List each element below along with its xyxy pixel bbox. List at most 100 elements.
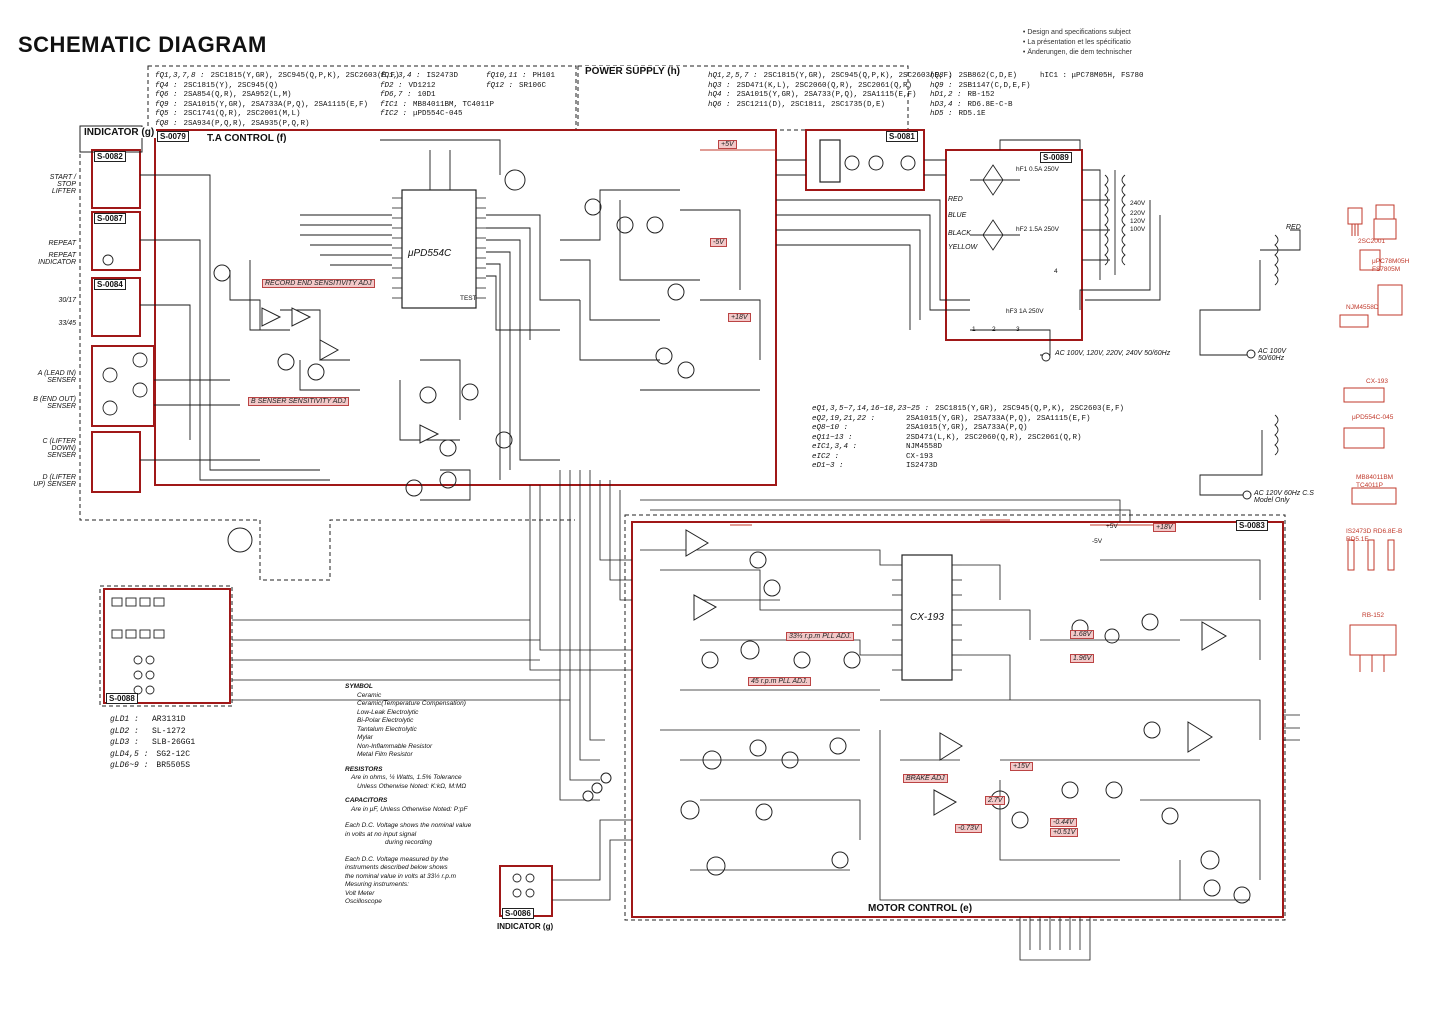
legend-item: Oscilloscope [345, 898, 382, 905]
s0088-board [103, 588, 231, 704]
adjust-b-sensor: B SENSER SENSITIVITY ADJ [248, 397, 349, 406]
label-repeat: REPEAT [48, 240, 77, 247]
s0082-board [91, 149, 141, 209]
page-title: SCHEMATIC DIAGRAM [18, 32, 267, 57]
voltage-tag: -0.44V [1050, 818, 1077, 827]
gate-fic1d [419, 424, 440, 444]
legend-item: Tantalum Electrolytic [357, 725, 417, 733]
label-sensor-c: C (LIFTER DOWN) SENSER [42, 438, 76, 459]
voltage-tag: +18V [728, 313, 751, 322]
tap-label: 240V [1130, 200, 1146, 207]
ta-part-list-3: fQ10,11 :PH101 fQ12 :SR106C [486, 72, 556, 90]
device-label: CX-193 [1366, 378, 1389, 385]
pin-label: 1 [972, 326, 976, 333]
sensor-board-cd [91, 431, 141, 493]
mc-part-list: eQ1,3,5~7,14,16~18,23~25 :2SC1815(Y,GR),… [812, 405, 1125, 470]
legend-item: the nominal value in volts at 33⅓ r.p.m [345, 872, 457, 880]
legend-item: Low-Leak Electrolytic [357, 708, 419, 716]
board-label-power-supply: POWER SUPPLY (h) [583, 66, 683, 77]
label-sensor-d: D (LIFTER UP) SENSER [33, 474, 76, 488]
device-label: RB-152 [1362, 612, 1385, 619]
voltage-tag: -5V [1092, 538, 1103, 545]
legend-item: Mesuring instruments: [345, 881, 409, 888]
mc-board [631, 521, 1284, 918]
label-sensor-b: B (END OUT) SENSER [33, 396, 76, 410]
wire-label: RED [1286, 224, 1301, 231]
opamp-eic4 [1187, 721, 1213, 753]
board-id: S-0083 [1236, 520, 1268, 531]
voltage-tag: +5V [1106, 523, 1118, 530]
label-start-stop: START / STOP LIFTER [49, 174, 76, 195]
board-id: S-0089 [1040, 152, 1072, 163]
board-id: S-0084 [94, 279, 126, 290]
legend-item: Ceramic [357, 691, 382, 699]
ic-label-cx193: CX-193 [910, 612, 944, 623]
legend-title: RESISTORS [345, 765, 383, 773]
legend-item: Each D.C. Voltage measured by the [345, 855, 449, 863]
legend-item: Unless Otherwise Noted: K:kΩ, M:MΩ [357, 782, 467, 790]
opamp-eic1c [939, 732, 963, 761]
symbol-legend: SYMBOL Ceramic Ceramic(Temperature Compe… [345, 683, 495, 907]
legend-item: Are in ohms, ¼ Watts, 1.5% Tolerance [351, 774, 462, 781]
s0087-board [91, 211, 141, 271]
board-id: S-0088 [106, 693, 138, 704]
ta-control-board [154, 129, 777, 486]
tap-label: 220V [1130, 210, 1146, 217]
ic-label-pd554c: μPD554C [408, 248, 452, 259]
label-sensor-a: A (LEAD IN) SENSER [37, 370, 76, 384]
voltage-tag: 1.96V [1070, 654, 1095, 663]
adjust-pll-45: 45 r.p.m PLL ADJ. [748, 677, 811, 686]
adjust-record-end: RECORD END SENSITIVITY ADJ [262, 279, 375, 288]
ta-partlist-frame [147, 65, 577, 131]
ic-cx193-body [901, 554, 953, 681]
ta-part-list: fQ1,3,7,8 :2SC1815(Y,GR), 2SC945(Q,P,K),… [155, 72, 400, 128]
legend-item: Metal Film Resistor [357, 751, 413, 758]
wire-label: BLACK [948, 230, 971, 237]
legend-title: SYMBOL [345, 683, 373, 690]
legend-item: Each D.C. Voltage shows the nominal valu… [345, 822, 472, 829]
voltage-tag: +15V [1010, 762, 1033, 771]
board-id: S-0079 [157, 131, 189, 142]
ps-partlist-frame [577, 65, 909, 131]
ac-input-main: AC 100V, 120V, 220V, 240V 50/60Hz [1055, 350, 1171, 357]
s0084-board [91, 277, 141, 337]
board-label-motor-control: MOTOR CONTROL (e) [866, 903, 975, 914]
voltage-tag: 1.68V [1070, 630, 1095, 639]
board-id: S-0086 [502, 908, 534, 919]
sensor-board-ab [91, 345, 155, 427]
s0089-board [945, 149, 1083, 341]
board-id: S-0087 [94, 213, 126, 224]
legend-title: CAPACITORS [345, 797, 388, 804]
device-label: 2SC2001 [1358, 238, 1386, 245]
legend-item: in volts at no input signal [345, 830, 417, 838]
opamp-eic1a [685, 529, 709, 557]
device-sketch [1347, 207, 1363, 225]
device-label: μPC78M05H FS7805M [1372, 258, 1410, 273]
pin-label: 4 [1054, 268, 1058, 275]
pin-label: 2 [992, 326, 996, 333]
legend-item: during recording [385, 839, 432, 846]
legend-item: Ceramic(Temperature Compensation) [357, 700, 466, 707]
device-label: μPD554C-045 [1352, 414, 1394, 421]
note-line: Änderungen, die dem technischer [1023, 48, 1132, 58]
ps-part-list: hQ1,2,5,7 :2SC1815(Y,GR), 2SC945(Q,P,K),… [708, 72, 953, 109]
ic-pd554c-body [401, 189, 477, 309]
wire-label: YELLOW [948, 244, 978, 251]
device-label: NJM4558D [1346, 304, 1379, 311]
note-line: Design and specifications subject [1023, 28, 1132, 38]
voltage-tag: -0.73V [955, 824, 982, 833]
legend-item: Non-Inflammable Resistor [357, 742, 433, 750]
ta-chassis-outline [79, 140, 575, 581]
opamp-eic3 [1201, 621, 1227, 651]
board-id: S-0082 [94, 151, 126, 162]
wire-label: RED [948, 196, 963, 203]
ic-regulator-body [819, 139, 841, 183]
board-label-ta-control: T.A CONTROL (f) [205, 133, 289, 144]
voltage-tag: 2.7V [985, 796, 1006, 805]
device-label: IS2473D RD6.8E-B RD5.1E [1346, 528, 1403, 543]
board-label-indicator: INDICATOR (g) [82, 127, 157, 138]
legend-item: Bi-Polar Electrolytic [357, 717, 414, 724]
adjust-brake: BRAKE ADJ [903, 774, 948, 783]
fuse-label: hF3 1A 250V [1006, 308, 1044, 315]
